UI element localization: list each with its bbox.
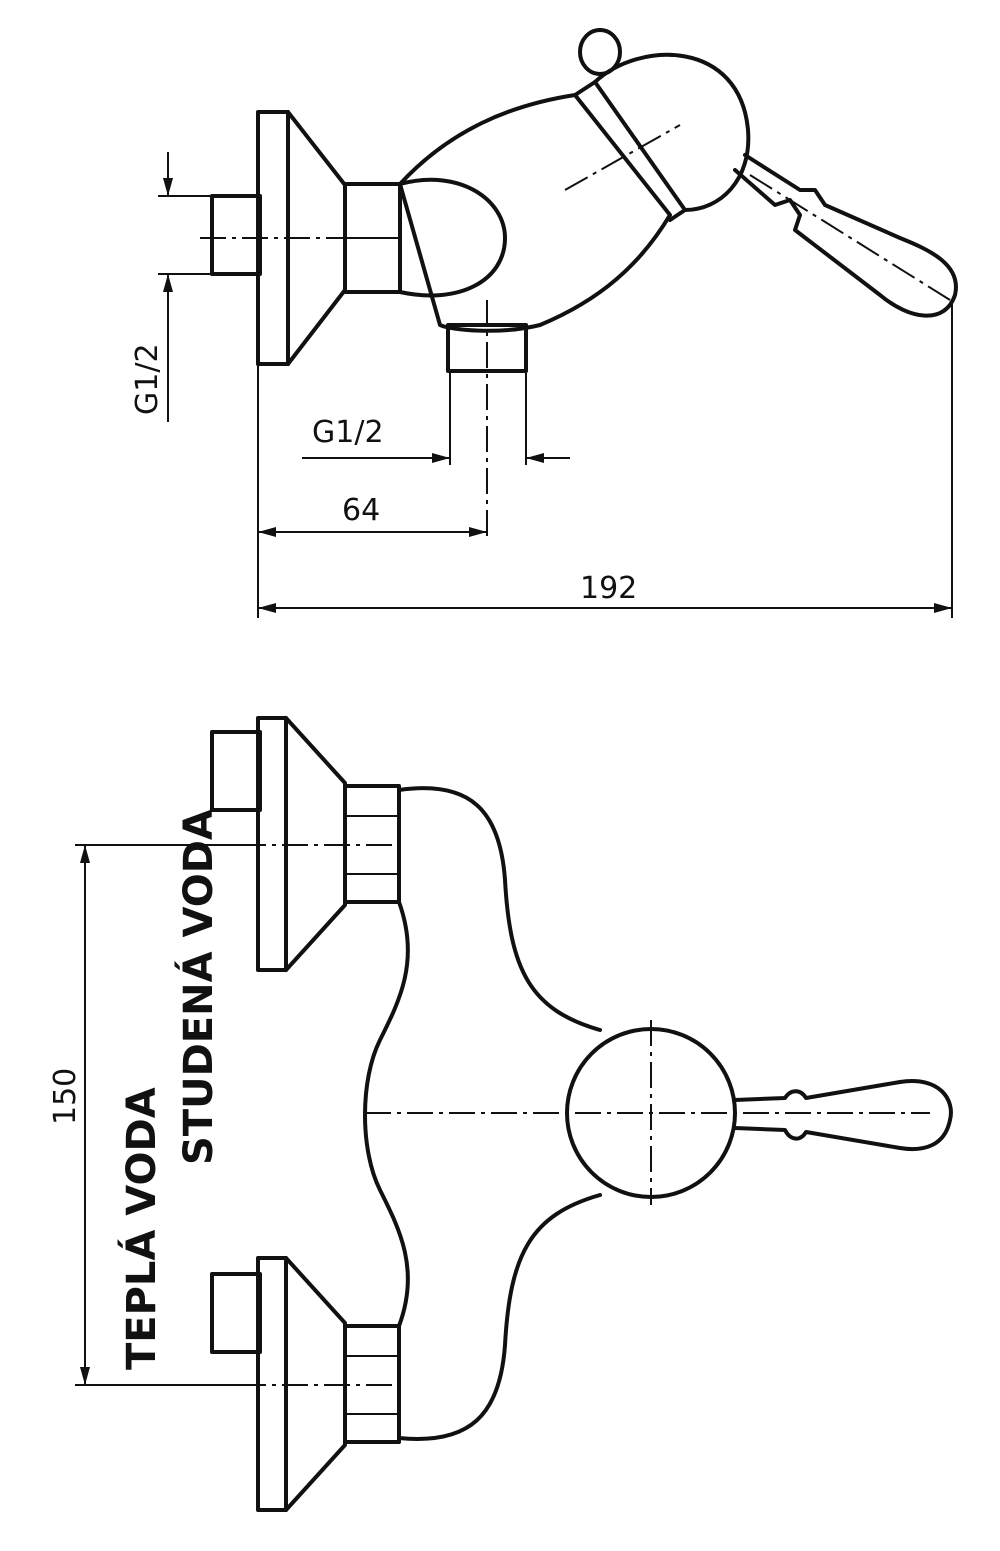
side-view: G1/2 G1/2 64 192 (130, 28, 958, 618)
front-dim-spacing-label: 150 (48, 1068, 83, 1125)
side-dim-total-arrow-right (934, 603, 952, 613)
side-lever-axis (564, 124, 681, 191)
side-elbow (398, 177, 507, 298)
side-dim-outlet-arrow-right (469, 527, 487, 537)
front-label-cold-water: STUDENÁ VODA (174, 809, 222, 1165)
side-dim-outlet-label: 64 (342, 493, 380, 528)
front-lever-handle (733, 1079, 953, 1151)
side-thread-left-label: G1/2 (130, 343, 165, 415)
front-top-inlet-stub (210, 730, 262, 812)
front-label-hot-water: TEPLÁ VODA (117, 1087, 165, 1370)
side-dim-total-label: 192 (580, 571, 637, 606)
front-dim-spacing-arrow-top (80, 845, 90, 863)
side-thread-bottom-label: G1/2 (312, 415, 384, 450)
side-inlet-stub (210, 194, 262, 276)
side-lever-handle (733, 153, 958, 318)
side-collar (573, 80, 687, 222)
side-cartridge-dome (593, 53, 751, 212)
side-handle-axis (749, 174, 951, 301)
front-bottom-inlet-stub (210, 1272, 262, 1354)
front-mixer-body (363, 786, 602, 1441)
side-thread-left-arrow-bottom (163, 274, 173, 292)
side-dim-outlet-arrow-left (258, 527, 276, 537)
side-cap-knob (578, 28, 622, 76)
side-mixer-body (398, 93, 672, 333)
side-thread-bottom-arrow-left (432, 453, 450, 463)
side-dim-total-arrow-left (258, 603, 276, 613)
side-thread-bottom-arrow-right (526, 453, 544, 463)
side-thread-left-arrow-top (163, 178, 173, 196)
front-dim-spacing-arrow-bottom (80, 1367, 90, 1385)
front-view: 150 STUDENÁ VODA TEPLÁ VODA (48, 716, 953, 1512)
